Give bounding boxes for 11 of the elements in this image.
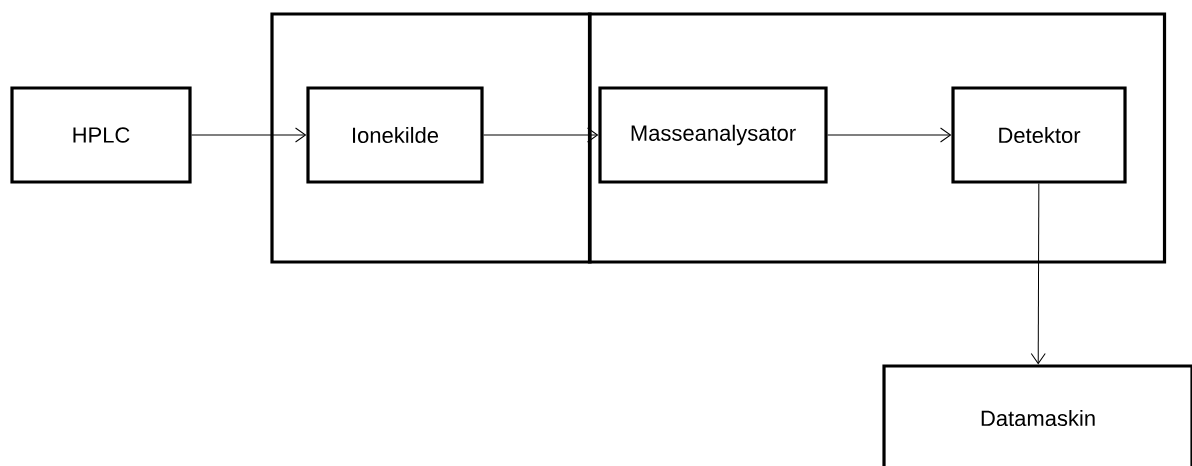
enclosure-box <box>587 12 1167 264</box>
arrow <box>827 127 952 143</box>
process-box: Detektor <box>951 86 1127 184</box>
arrow <box>191 127 307 143</box>
process-box: Masseanalysator <box>598 86 828 184</box>
process-box: Datamaskin <box>882 364 1192 466</box>
process-box: HPLC <box>10 86 192 184</box>
process-box: Ionekilde <box>306 86 484 184</box>
arrow <box>483 127 599 143</box>
arrow <box>1030 183 1046 365</box>
enclosure-box <box>270 12 592 264</box>
